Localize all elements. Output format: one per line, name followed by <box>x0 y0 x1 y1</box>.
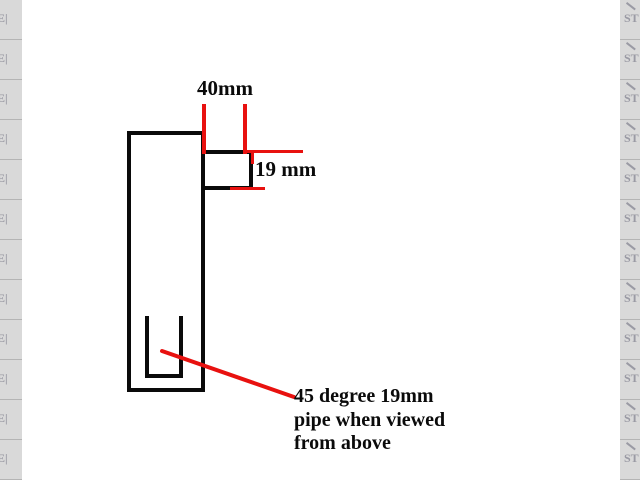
strip-row: E| <box>0 80 22 120</box>
strip-text-fragment: ST <box>624 131 639 145</box>
strip-row: ST <box>620 400 640 440</box>
dimension-label-19mm: 19 mm <box>255 157 317 181</box>
strip-row: ST <box>620 0 640 40</box>
body-bottom-edge <box>127 388 205 392</box>
right-page-edge-strip: ST ST ST ST ST ST ST ST ST ST ST ST <box>620 0 640 480</box>
strip-row: E| <box>0 0 22 40</box>
strip-row: ST <box>620 240 640 280</box>
channel-right-wall <box>179 316 183 378</box>
strip-text-fragment: ST <box>624 211 639 225</box>
left-page-edge-strip: E| E| E| E| E| E| E| E| E| E| E| E| <box>0 0 22 480</box>
dimension-label-40mm: 40mm <box>197 76 253 100</box>
strip-text-fragment: ST <box>624 291 639 305</box>
strip-row: E| <box>0 280 22 320</box>
strip-text-fragment: E| <box>0 131 8 145</box>
stub-right-edge <box>249 150 253 190</box>
strip-text-fragment: E| <box>0 291 8 305</box>
strip-text-fragment: E| <box>0 51 8 65</box>
strip-text-fragment: ST <box>624 451 639 465</box>
dimension-tick-19mm-bottom <box>230 187 265 190</box>
body-top-edge <box>127 131 205 135</box>
strip-row: E| <box>0 440 22 480</box>
strip-text-fragment: ST <box>624 411 639 425</box>
annotation-leader-line <box>160 349 296 399</box>
strip-text-fragment: ST <box>624 11 639 25</box>
dimension-tick-40mm-right <box>243 104 247 154</box>
strip-row: E| <box>0 240 22 280</box>
channel-bottom-wall <box>145 374 183 378</box>
strip-text-fragment: ST <box>624 331 639 345</box>
annotation-line-3: from above <box>294 432 391 455</box>
strip-row: ST <box>620 320 640 360</box>
annotation-line-2: pipe when viewed <box>294 408 446 431</box>
drawing-canvas: 40mm 19 mm 45 degree 19mm pipe when view… <box>22 0 620 480</box>
strip-text-fragment: ST <box>624 371 639 385</box>
annotation-pipe-note: 45 degree 19mm pipe when viewed from abo… <box>294 385 445 456</box>
dimension-tick-40mm-left <box>202 104 206 154</box>
strip-text-fragment: E| <box>0 91 8 105</box>
strip-row: E| <box>0 120 22 160</box>
strip-text-fragment: E| <box>0 11 8 25</box>
strip-text-fragment: ST <box>624 251 639 265</box>
strip-row: ST <box>620 360 640 400</box>
strip-text-fragment: E| <box>0 451 8 465</box>
annotation-line-1: 45 degree 19mm <box>294 385 434 407</box>
strip-row: ST <box>620 440 640 480</box>
strip-row: E| <box>0 320 22 360</box>
strip-text-fragment: ST <box>624 91 639 105</box>
strip-row: E| <box>0 40 22 80</box>
dimension-tick-19mm-top <box>251 150 303 153</box>
stub-bottom-edge <box>201 186 253 190</box>
body-right-edge <box>201 131 205 392</box>
strip-row: E| <box>0 360 22 400</box>
strip-text-fragment: ST <box>624 171 639 185</box>
strip-row: ST <box>620 280 640 320</box>
strip-row: ST <box>620 80 640 120</box>
strip-row: ST <box>620 40 640 80</box>
body-left-edge <box>127 131 131 392</box>
strip-row: E| <box>0 400 22 440</box>
channel-left-wall <box>145 316 149 378</box>
dimension-tick-19mm-vertical <box>251 150 254 164</box>
strip-text-fragment: E| <box>0 251 8 265</box>
strip-text-fragment: E| <box>0 211 8 225</box>
stub-top-edge <box>201 150 253 154</box>
strip-text-fragment: ST <box>624 51 639 65</box>
strip-row: E| <box>0 200 22 240</box>
strip-text-fragment: E| <box>0 371 8 385</box>
strip-row: ST <box>620 160 640 200</box>
strip-row: E| <box>0 160 22 200</box>
strip-row: ST <box>620 200 640 240</box>
strip-text-fragment: E| <box>0 171 8 185</box>
strip-text-fragment: E| <box>0 331 8 345</box>
strip-row: ST <box>620 120 640 160</box>
strip-text-fragment: E| <box>0 411 8 425</box>
